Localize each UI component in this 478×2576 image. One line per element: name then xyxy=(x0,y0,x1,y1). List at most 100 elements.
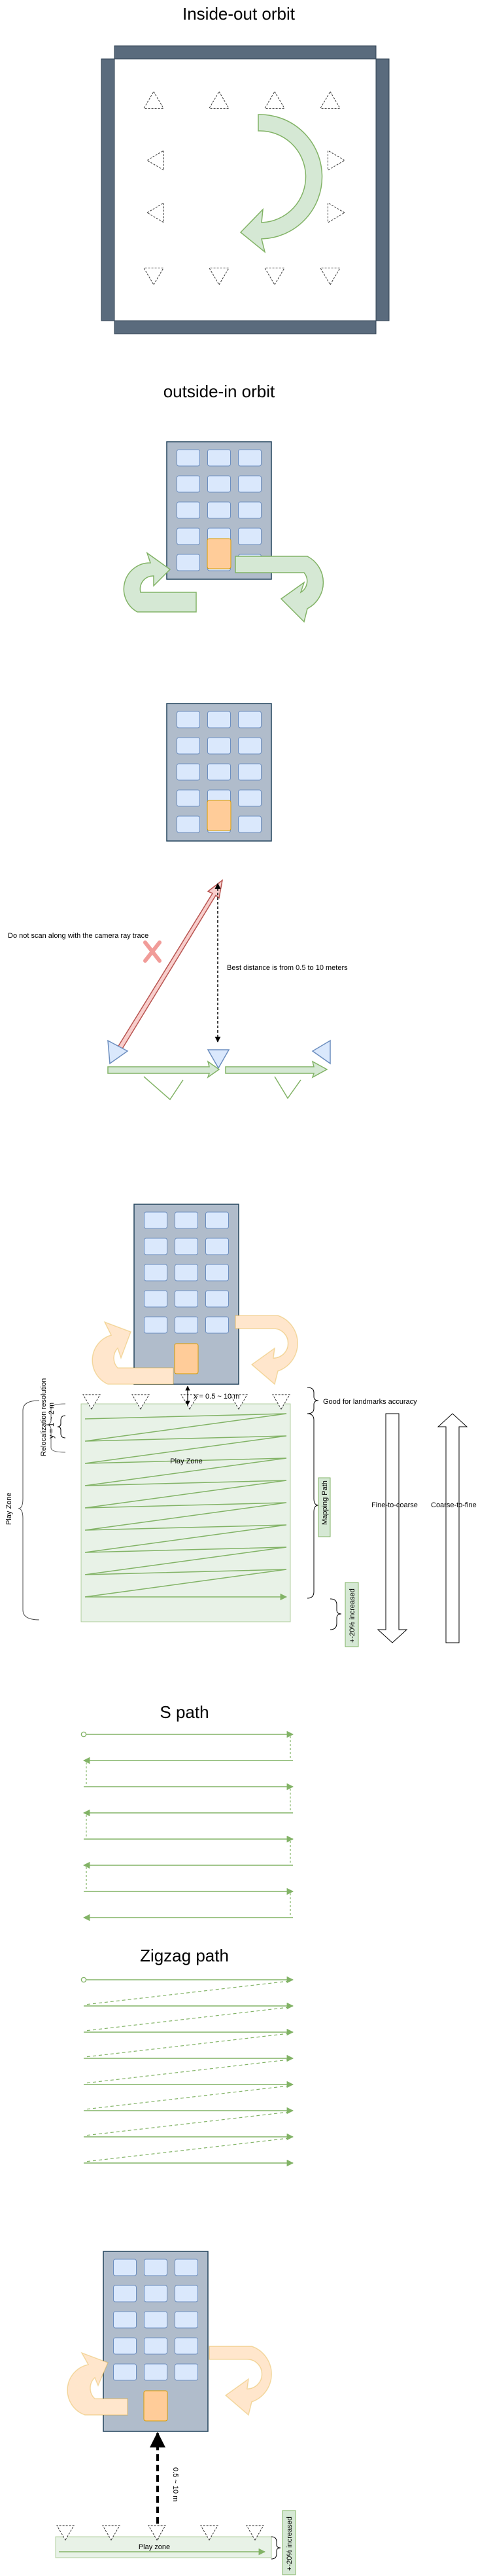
door xyxy=(143,2390,168,2422)
bottom-increase-label: +-20% increased xyxy=(286,2516,294,2571)
camera-icon xyxy=(143,268,164,285)
window xyxy=(205,1290,229,1308)
window xyxy=(177,789,200,807)
window xyxy=(144,2285,167,2302)
y-brace xyxy=(57,1415,66,1439)
zigzag-return xyxy=(84,2033,290,2058)
inside-out-title: Inside-out orbit xyxy=(182,4,296,24)
window xyxy=(207,737,231,755)
building-camera xyxy=(166,703,272,842)
window xyxy=(175,1238,198,1255)
window xyxy=(238,501,262,519)
mapping-brace xyxy=(307,1413,319,1599)
camera-icon xyxy=(143,91,164,109)
window xyxy=(175,2311,198,2329)
inside-out-orbit-arrow xyxy=(239,114,323,253)
play-orbit-left xyxy=(92,1321,174,1385)
camera-icon xyxy=(320,91,341,109)
window xyxy=(207,475,231,493)
fine-to-coarse-arrow xyxy=(377,1413,408,1643)
window xyxy=(207,763,231,781)
camera-icon xyxy=(328,202,345,223)
bottom-orbit-right xyxy=(209,2346,272,2416)
play-orbit-right xyxy=(235,1315,298,1386)
camera-icon xyxy=(320,268,341,285)
camera-icon xyxy=(246,2525,264,2541)
window xyxy=(175,2259,198,2276)
window xyxy=(175,2285,198,2302)
cross-icon xyxy=(143,940,162,963)
coarse-to-fine-arrow xyxy=(437,1413,468,1643)
orbit-arrow-right xyxy=(235,556,324,623)
window xyxy=(113,2363,137,2381)
window xyxy=(175,2337,198,2355)
bottom-brace xyxy=(271,2536,281,2560)
window xyxy=(177,815,200,833)
orbit-arrow-left xyxy=(123,552,197,613)
play-zone-label: Play Zone xyxy=(170,1458,203,1465)
distance-label: Best distance is from 0.5 to 10 meters xyxy=(227,964,348,972)
window xyxy=(144,1264,167,1281)
s-path-lines xyxy=(80,1730,294,1922)
zigzag-return xyxy=(84,2138,290,2162)
camera-icon xyxy=(148,2525,166,2541)
x-label: x = 0.5 ~ 10 m xyxy=(194,1393,239,1401)
inside-out-frame xyxy=(101,45,390,334)
window xyxy=(113,2285,137,2302)
window xyxy=(177,501,200,519)
mapping-path xyxy=(84,1413,288,1601)
zigzag-path-lines xyxy=(80,1976,294,2167)
window xyxy=(113,2259,137,2276)
camera-icon xyxy=(230,1394,248,1410)
mapping-path-badge xyxy=(318,1477,331,1537)
window xyxy=(177,711,200,728)
increase-brace xyxy=(330,1598,342,1630)
window xyxy=(238,815,262,833)
window xyxy=(175,1316,198,1334)
zigzag-return xyxy=(84,2085,290,2110)
play-zone-brace xyxy=(18,1400,40,1620)
window xyxy=(238,763,262,781)
reloc-label: Relocalization resolution xyxy=(40,1378,48,1456)
window xyxy=(144,1238,167,1255)
camera-ray-arrow xyxy=(116,879,224,1051)
zigzag-title: Zigzag path xyxy=(140,1946,229,1965)
window xyxy=(207,711,231,728)
window xyxy=(177,528,200,545)
window xyxy=(177,554,200,571)
bottom-zone-label: Play zone xyxy=(139,2543,170,2551)
door xyxy=(207,800,231,831)
window xyxy=(207,501,231,519)
camera-icon xyxy=(272,1394,290,1410)
window xyxy=(205,1316,229,1334)
window xyxy=(238,528,262,545)
window xyxy=(177,737,200,755)
coarse-to-fine-label: Coarse-to-fine xyxy=(431,1501,477,1509)
window xyxy=(205,1238,229,1255)
window xyxy=(177,475,200,493)
window xyxy=(177,763,200,781)
window xyxy=(113,2311,137,2329)
window xyxy=(238,789,262,807)
window xyxy=(144,2311,167,2329)
door xyxy=(207,538,231,569)
camera-icon xyxy=(200,2525,218,2541)
window xyxy=(144,1316,167,1334)
increase-label: +-20% increased xyxy=(349,1588,356,1643)
zigzag-return xyxy=(84,2059,290,2084)
window xyxy=(238,449,262,467)
camera-icon xyxy=(56,2525,75,2541)
camera-icon xyxy=(264,91,285,109)
zigzag-return xyxy=(84,2007,290,2031)
zigzag-return xyxy=(84,1980,290,2005)
bottom-distance-label: 0.5 ~ 10 m xyxy=(171,2467,179,2501)
mapping-path-label: Mapping Path xyxy=(321,1480,329,1525)
window xyxy=(205,1211,229,1229)
window xyxy=(144,1211,167,1229)
zigzag-return xyxy=(84,2111,290,2136)
window xyxy=(175,1211,198,1229)
door xyxy=(174,1343,199,1374)
bottom-increase-badge xyxy=(282,2510,296,2575)
window xyxy=(144,2259,167,2276)
camera-icon xyxy=(209,268,230,285)
